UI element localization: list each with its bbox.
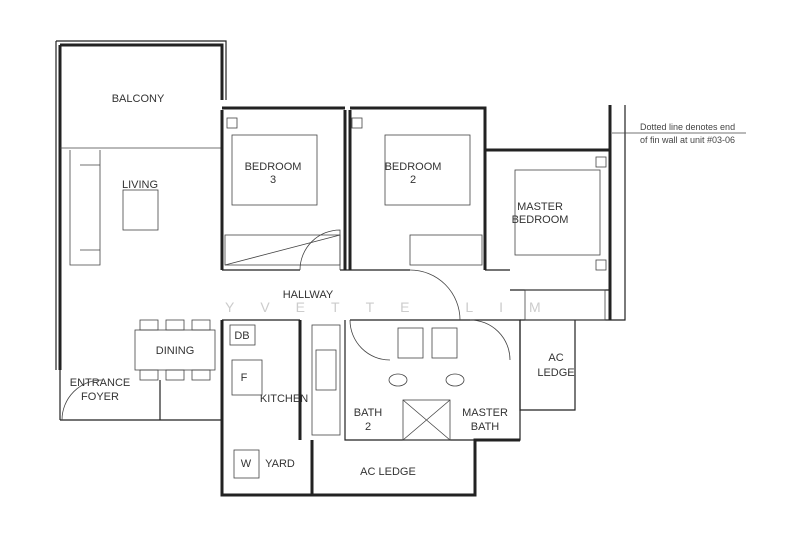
label-yard: YARD [265,458,295,470]
dining-set [134,319,216,381]
label-bath-2-b: 2 [365,421,371,433]
bedroom-2-furniture [351,117,483,266]
label-bedroom-3-a: BEDROOM [245,161,302,173]
watermark: YVETTE LIM [225,299,567,315]
label-ac-ledge-right-b: LEDGE [537,367,574,379]
label-master-bedroom-a: MASTER [517,201,563,213]
label-kitchen: KITCHEN [260,393,308,405]
note-line-1: Dotted line denotes end [640,122,735,132]
label-washer: W [241,458,252,470]
label-master-bath-b: BATH [471,421,500,433]
label-entrance-b: FOYER [81,391,119,403]
label-master-bedroom-b: BEDROOM [512,214,569,226]
label-bedroom-2-b: 2 [410,174,416,186]
label-bath-2-a: BATH [354,407,383,419]
label-bedroom-3-b: 3 [270,174,276,186]
bath-fixtures [388,327,465,441]
walls [55,40,626,497]
label-db: DB [234,330,249,342]
label-balcony: BALCONY [112,93,165,105]
label-fridge: F [241,372,248,384]
master-bedroom-furniture [514,156,607,321]
label-master-bath-a: MASTER [462,407,508,419]
kitchen-fixtures [229,324,341,479]
label-living: LIVING [122,179,158,191]
label-ac-ledge-bottom: AC LEDGE [360,466,416,478]
doors [299,229,511,361]
label-entrance-a: ENTRANCE [70,377,131,389]
label-hallway: HALLWAY [283,289,334,301]
bedroom-3-furniture [224,117,341,266]
label-dining: DINING [156,345,195,357]
note-line-2: of fin wall at unit #03-06 [640,135,735,145]
label-ac-ledge-right-a: AC [548,352,563,364]
label-bedroom-2-a: BEDROOM [385,161,442,173]
